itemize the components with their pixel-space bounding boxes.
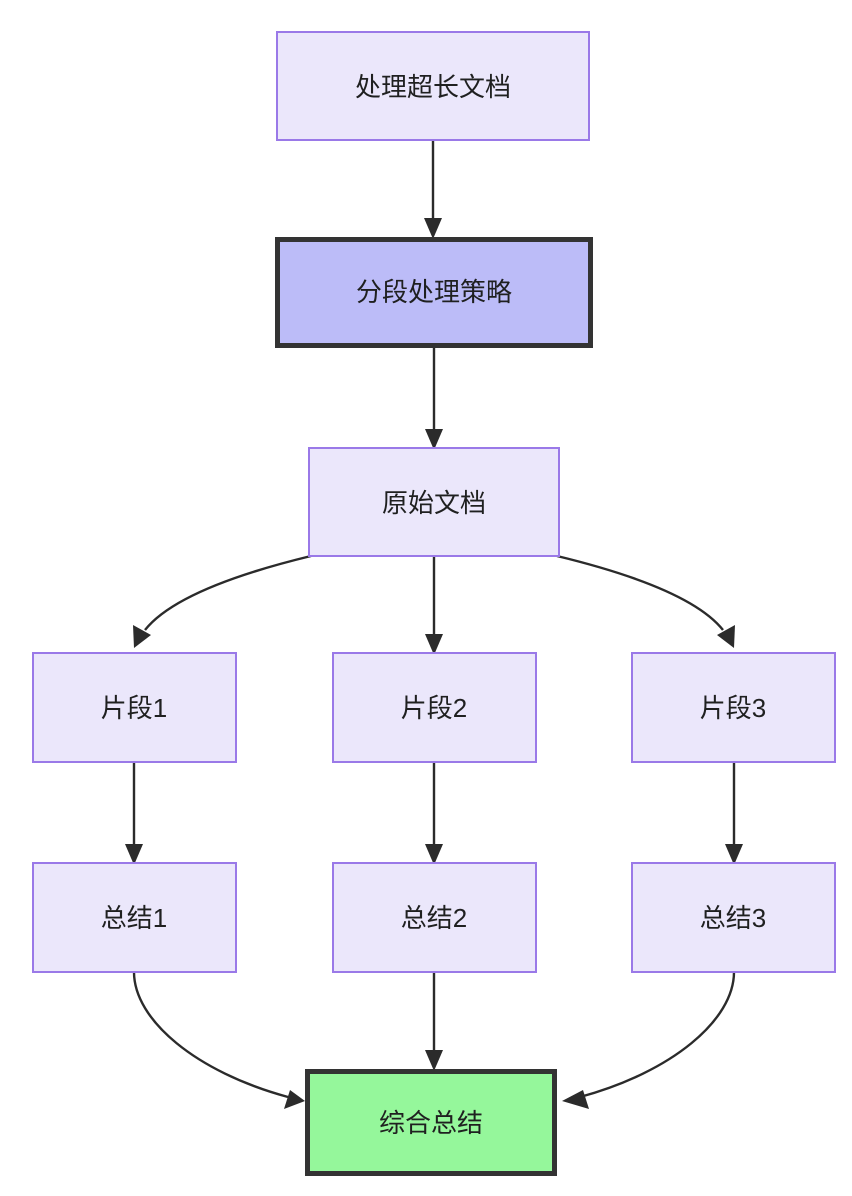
- edge-n3-n4: [133, 554, 312, 648]
- node-box-n1: [276, 31, 590, 141]
- node-label-n4: 片段1: [101, 693, 167, 723]
- node-fragment-1[interactable]: 片段1: [32, 652, 237, 763]
- edge-n3-n6: [556, 554, 735, 648]
- node-box-n2: [275, 237, 593, 348]
- node-label-n3: 原始文档: [382, 488, 486, 518]
- node-label-n5: 片段2: [401, 693, 467, 723]
- node-box-n4: [32, 652, 237, 763]
- node-box-n9: [631, 862, 836, 973]
- node-final-summary[interactable]: 综合总结: [305, 1069, 557, 1176]
- edge-n7-n10: [132, 971, 305, 1109]
- node-summary-3[interactable]: 总结3: [631, 862, 836, 973]
- node-label-n7: 总结1: [101, 903, 167, 933]
- edge-n2-n3: [425, 348, 443, 450]
- node-label-n9: 总结3: [700, 903, 766, 933]
- node-fragment-3[interactable]: 片段3: [631, 652, 836, 763]
- edge-n6-n9: [725, 762, 743, 865]
- node-process-long-document[interactable]: 处理超长文档: [276, 31, 590, 141]
- node-box-n10: [305, 1069, 557, 1176]
- edge-n8-n10: [425, 972, 443, 1071]
- node-box-n6: [631, 652, 836, 763]
- node-label-n6: 片段3: [700, 693, 766, 723]
- node-label-n10: 综合总结: [379, 1108, 483, 1138]
- node-box-n5: [332, 652, 537, 763]
- edge-n4-n7: [125, 762, 143, 865]
- node-box-n7: [32, 862, 237, 973]
- edge-n5-n8: [425, 762, 443, 865]
- node-fragment-2[interactable]: 片段2: [332, 652, 537, 763]
- node-layer: 处理超长文档 分段处理策略 原始文档 片段1 片段2: [32, 31, 836, 1176]
- node-box-n8: [332, 862, 537, 973]
- edge-n9-n10: [562, 971, 736, 1109]
- node-label-n2: 分段处理策略: [356, 277, 512, 307]
- node-box-n3: [308, 447, 560, 557]
- node-label-n8: 总结2: [401, 903, 467, 933]
- node-summary-1[interactable]: 总结1: [32, 862, 237, 973]
- node-summary-2[interactable]: 总结2: [332, 862, 537, 973]
- node-label-n1: 处理超长文档: [355, 72, 511, 102]
- node-chunking-strategy[interactable]: 分段处理策略: [275, 237, 593, 348]
- node-original-document[interactable]: 原始文档: [308, 447, 560, 557]
- edge-layer: [125, 140, 743, 1109]
- edge-n1-n2: [424, 140, 442, 239]
- edge-n3-n5: [425, 556, 443, 655]
